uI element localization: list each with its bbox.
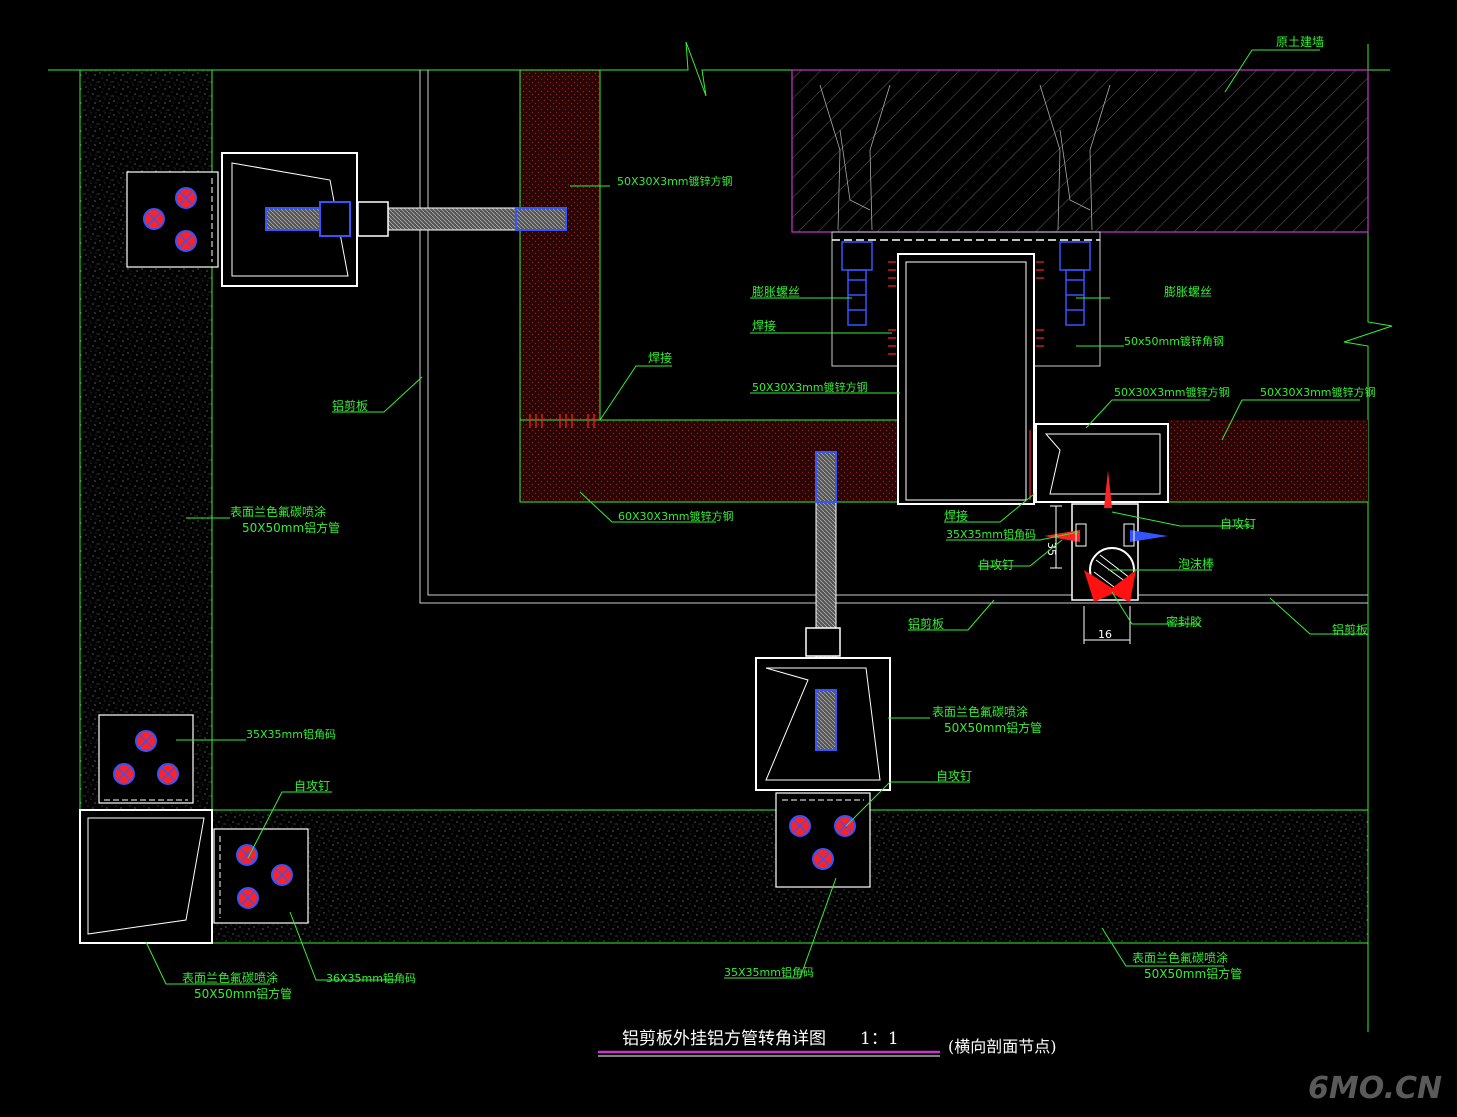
label-screw-3: 自攻钉 — [936, 769, 972, 783]
label-tube-left-line1: 表面兰色氟碳喷涂 — [230, 504, 326, 519]
label-expansion-bolt-left: 膨胀螺丝 — [752, 285, 800, 299]
watermark-logo: 6MO.CN — [1308, 1071, 1442, 1106]
screw-cross-icon — [793, 819, 807, 833]
label-steel-50x30-right: 50X30X3mm镀锌方钢 — [1260, 385, 1376, 399]
screw-cross-icon — [179, 234, 193, 248]
screw-cross-icon — [275, 868, 289, 882]
angle-bracket-top — [126, 171, 219, 268]
screw-group — [113, 187, 856, 909]
label-tube-left-line2: 50X50mm铝方管 — [242, 520, 340, 535]
label-screw-1: 自攻钉 — [1220, 517, 1256, 531]
label-tube-mid-line1: 表面兰色氟碳喷涂 — [932, 704, 1028, 719]
horizontal-galvanized-steel — [519, 419, 901, 503]
screw-cross-icon — [816, 852, 830, 866]
label-steel-50x30-mid: 50X30X3mm镀锌方钢 — [752, 380, 868, 394]
sealant-fill — [1084, 570, 1136, 602]
angle-bracket-left — [98, 714, 194, 804]
screw-cross-icon — [240, 848, 254, 862]
label-angle-35-left: 35X35mm铝角码 — [246, 727, 336, 741]
dimension-16: 16 — [1098, 628, 1112, 641]
label-weld-3: 焊接 — [944, 508, 968, 523]
label-tube-mid-line2: 50X50mm铝方管 — [944, 720, 1042, 735]
label-angle-50x50: 50x50mm镀锌角钢 — [1124, 334, 1224, 348]
label-expansion-bolt-right: 膨胀螺丝 — [1164, 285, 1212, 299]
screw-cross-icon — [179, 191, 193, 205]
cap-steel-tube — [1035, 423, 1169, 503]
screw-cross-icon — [117, 767, 131, 781]
label-aluminum-panel-3: 铝剪板 — [1332, 622, 1368, 637]
label-steel-50x30-top: 50X30X3mm镀锌方钢 — [617, 174, 733, 188]
label-angle-35-bottom: 36X35mm铝角码 — [326, 971, 416, 985]
label-tube-bl-line1: 表面兰色氟碳喷涂 — [182, 970, 278, 985]
self-tapping-screw — [1104, 470, 1112, 508]
screw-cross-icon — [241, 891, 255, 905]
screw-cross-icon — [139, 734, 153, 748]
label-wall: 原土建墙 — [1276, 35, 1324, 49]
angle-bracket-middle — [775, 792, 871, 888]
label-foam-rod: 泡沫棒 — [1178, 557, 1214, 571]
label-aluminum-panel-2: 铝剪板 — [908, 616, 944, 631]
label-tube-br-line1: 表面兰色氟碳喷涂 — [1132, 950, 1228, 965]
vertical-galvanized-steel — [519, 69, 601, 421]
label-aluminum-panel-1: 铝剪板 — [332, 398, 368, 413]
label-angle-35-center: 35X35mm铝角码 — [724, 965, 814, 979]
tube-bottom-left — [79, 809, 213, 944]
screw-cross-icon — [838, 819, 852, 833]
concrete-wall — [791, 69, 1369, 233]
screw-cross-icon — [147, 212, 161, 226]
label-screw-4: 自攻钉 — [294, 779, 330, 793]
right-galvanized-steel — [1168, 420, 1368, 502]
screw-cross-icon — [161, 767, 175, 781]
label-tube-br-line2: 50X50mm铝方管 — [1144, 966, 1242, 981]
label-sealant: 密封胶 — [1166, 614, 1202, 629]
label-angle-35-mid: 35X35mm铝角码 — [946, 527, 1036, 541]
angle-bracket-bottom — [213, 828, 309, 924]
weld-marks — [529, 261, 1044, 500]
label-tube-bl-line2: 50X50mm铝方管 — [194, 986, 292, 1001]
drawing-subtitle: (横向剖面节点) — [948, 1037, 1057, 1056]
label-steel-50x30-cap: 50X30X3mm镀锌方钢 — [1114, 385, 1230, 399]
label-steel-60x30: 60X30X3mm镀锌方钢 — [618, 509, 734, 523]
label-weld-1: 焊接 — [752, 318, 776, 333]
vertical-steel-tube — [897, 253, 1035, 505]
label-weld-2: 焊接 — [648, 350, 672, 365]
drawing-scale: 1：1 — [860, 1029, 899, 1049]
label-screw-2: 自攻钉 — [978, 558, 1014, 572]
drawing-title: 铝剪板外挂铝方管转角详图 — [622, 1029, 826, 1049]
